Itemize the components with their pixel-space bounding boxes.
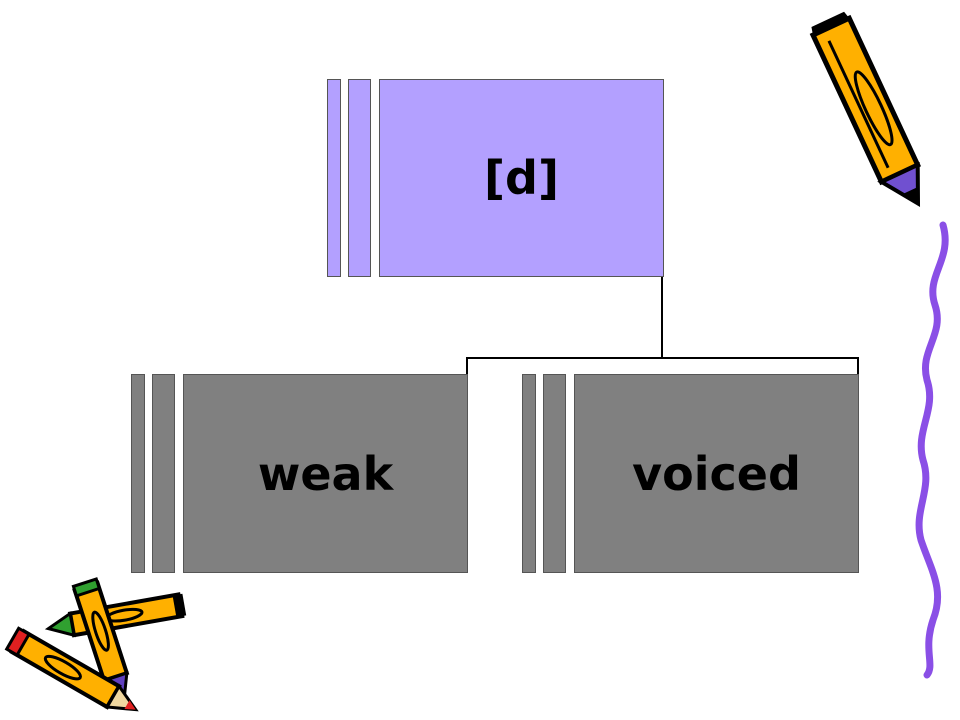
weak-stripe-2 [152, 374, 175, 573]
voiced-stripe-2 [543, 374, 566, 573]
wavy-line [915, 221, 949, 679]
connector-horizontal [466, 357, 859, 359]
child-node-weak-label: weak [257, 446, 394, 501]
child-node-voiced-label: voiced [632, 446, 801, 501]
child-node-voiced: voiced [574, 374, 859, 573]
pencils-icon [4, 577, 187, 712]
root-stripe-2 [348, 79, 371, 277]
connector-left-vertical [466, 357, 468, 375]
root-node: [d] [379, 79, 664, 277]
root-stripe-1 [327, 79, 341, 277]
root-node-label: [d] [484, 151, 559, 205]
child-node-weak: weak [183, 374, 468, 573]
pencil-icon [809, 11, 922, 207]
connector-root-vertical [661, 277, 663, 358]
weak-stripe-1 [131, 374, 145, 573]
voiced-stripe-1 [522, 374, 536, 573]
connector-right-vertical [857, 357, 859, 375]
